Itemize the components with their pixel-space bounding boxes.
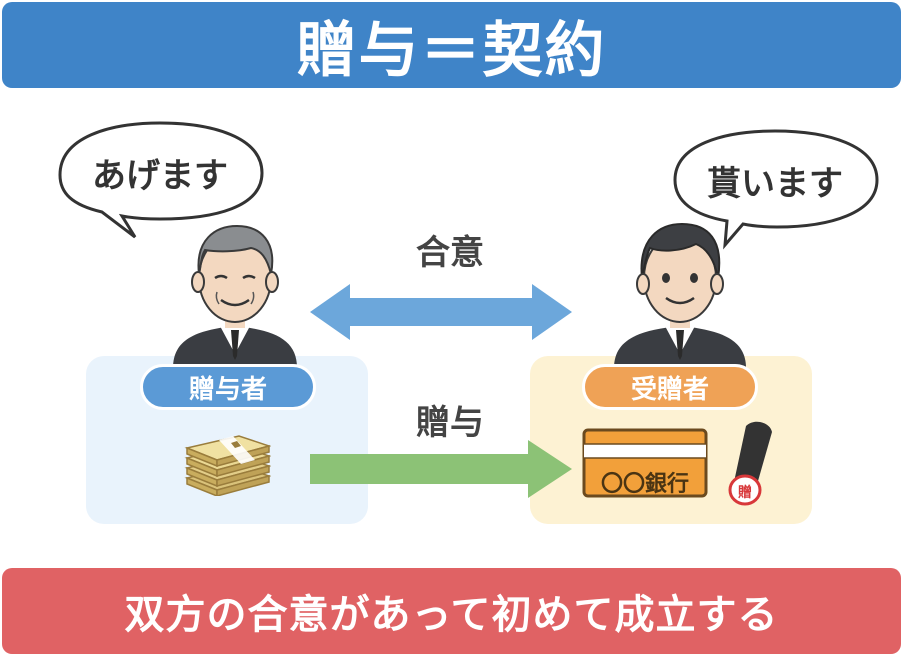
receiver-person-icon (614, 222, 746, 368)
receiver-speech-bubble (673, 129, 879, 250)
giver-speech-bubble (58, 121, 264, 239)
gift-arrow (310, 440, 572, 498)
giver-speech-text: あげます (92, 156, 228, 196)
seal-character: 贈 (738, 485, 752, 501)
giver-person-icon (173, 224, 297, 368)
agreement-label: 合意 (416, 233, 484, 273)
bankbook-icon (582, 428, 708, 498)
agreement-double-arrow (310, 284, 572, 340)
giver-role-pill: 贈与者 (140, 364, 316, 410)
footer-banner: 双方の合意があって初めて成立する (2, 568, 901, 654)
money-stack-icon (184, 435, 271, 496)
title-banner: 贈与＝契約 (2, 2, 901, 88)
receiver-role-pill: 受贈者 (582, 364, 758, 410)
seal-stamp-icon (728, 421, 772, 506)
bankbook-text: 〇〇銀行 (600, 472, 689, 497)
receiver-speech-text: 貰います (707, 164, 843, 204)
page-title: 贈与＝契約 (296, 15, 607, 86)
footer-text: 双方の合意があって初めて成立する (124, 592, 779, 638)
gift-label: 贈与 (416, 403, 484, 443)
